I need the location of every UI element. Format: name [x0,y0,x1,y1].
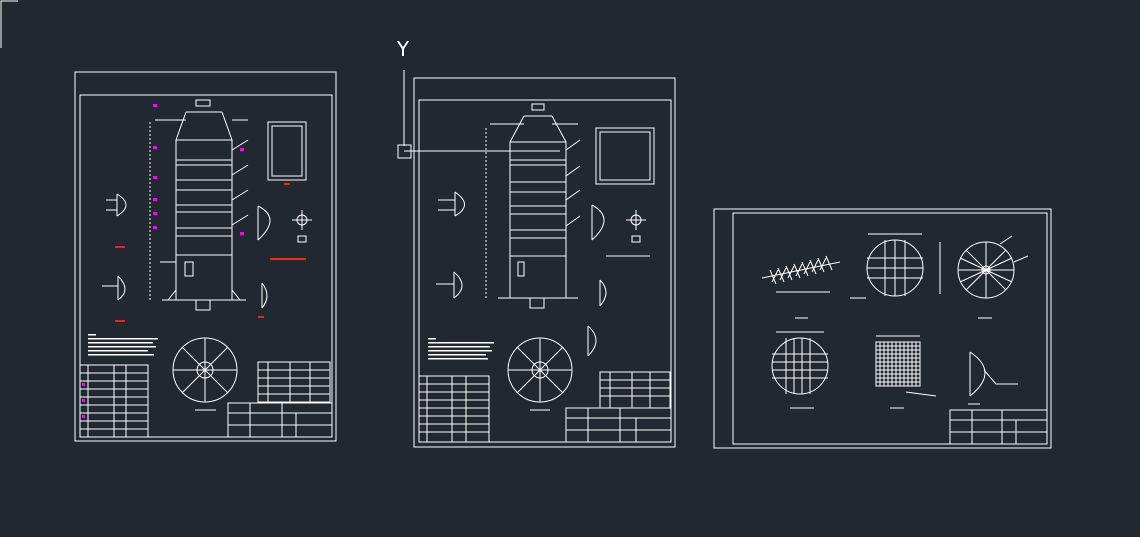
sheet-3-spray-arm [761,255,841,319]
sheet-2-inner-frame [418,99,672,443]
sheet-3-mesh-square [875,335,937,409]
sheet-3-grid-plate-1 [850,233,941,299]
sheet-3-outer-frame [713,208,1052,449]
drawing-sheet-1[interactable] [74,71,337,442]
drawing-sheet-2[interactable] [413,77,676,448]
sheet-1-red-notes [115,183,306,322]
sheet-3-radial-plate [957,235,1029,319]
ucs-icon: Y [396,37,560,159]
sheet-2-tower-elevation [485,103,581,309]
corner-marker [0,0,18,48]
sheet-1-notes [88,334,158,356]
sheet-1-plan-view [172,337,238,411]
sheet-1-parts-table [79,364,149,438]
sheet-3-inner-frame [732,212,1048,445]
ucs-y-label: Y [396,37,410,61]
sheet-1-table-markers [82,383,85,418]
sheet-3-title-block [949,409,1048,445]
sheet-2-side-details [436,127,655,357]
sheet-1-nozzle-table [257,361,331,403]
sheet-1-side-details [102,121,312,309]
sheet-2-notes [428,338,494,360]
sheet-1-markers [153,104,244,235]
sheet-2-plan-view [507,337,573,411]
sheet-3-grid-plate-2 [771,331,829,409]
sheet-1-inner-frame [79,94,333,438]
sheet-1-outer-frame [74,71,337,442]
sheet-2-outer-frame [413,77,676,448]
sheet-1-tower-elevation [149,99,249,311]
drawing-sheet-3[interactable] [713,208,1052,449]
sheet-3-half-detail [968,351,1018,405]
sheet-2-title-block [565,407,672,443]
sheet-2-nozzle-table [599,371,671,409]
sheet-1-title-block [227,402,333,438]
sheet-2-parts-table [418,375,490,443]
